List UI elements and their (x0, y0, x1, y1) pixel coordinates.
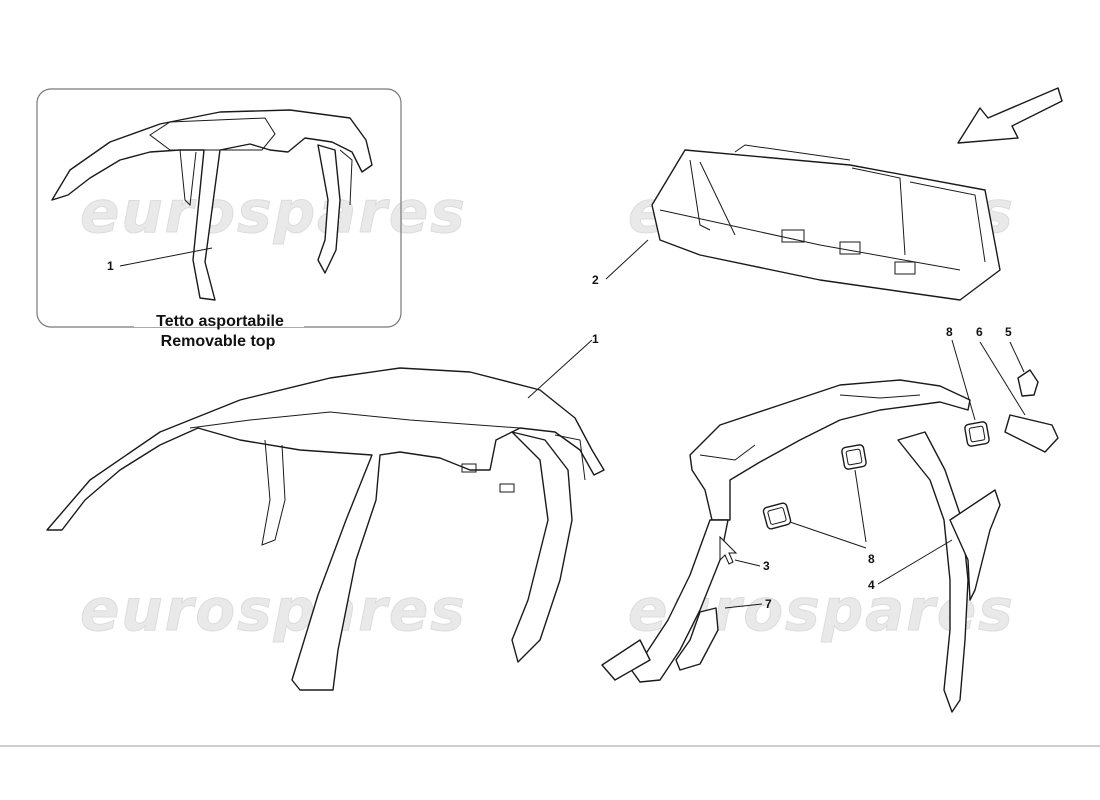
part-7-trim (675, 607, 719, 671)
callout-4: 4 (868, 578, 875, 592)
inset-roof-drawing (51, 109, 373, 301)
mouse-cursor-icon (719, 535, 738, 565)
callout-8-upper: 8 (946, 325, 953, 339)
direction-arrow-icon (957, 87, 1063, 144)
part-1-roof (46, 367, 605, 691)
part-8-clips (762, 421, 990, 530)
inset-caption-it: Tetto asportabile (156, 313, 284, 330)
part-4-b-pillar (897, 431, 1001, 713)
inset-removable-top: 1 Tetto asportabile Removable top (36, 88, 402, 350)
callout-6: 6 (976, 325, 983, 339)
callout-8-lower: 8 (868, 552, 875, 566)
part-6-strip (1004, 414, 1059, 453)
inset-caption-en: Removable top (161, 333, 276, 350)
watermark-top-left: eurospares (80, 178, 467, 246)
callout-1: 1 (592, 332, 599, 346)
part-2-rear-frame (651, 144, 1001, 301)
inset-callout-1: 1 (107, 259, 114, 273)
watermark-bottom-left: eurospares (80, 576, 467, 644)
callout-3: 3 (763, 559, 770, 573)
callout-2: 2 (592, 273, 599, 287)
callout-7: 7 (765, 597, 772, 611)
callout-5: 5 (1005, 325, 1012, 339)
part-5-clip (1017, 369, 1039, 397)
